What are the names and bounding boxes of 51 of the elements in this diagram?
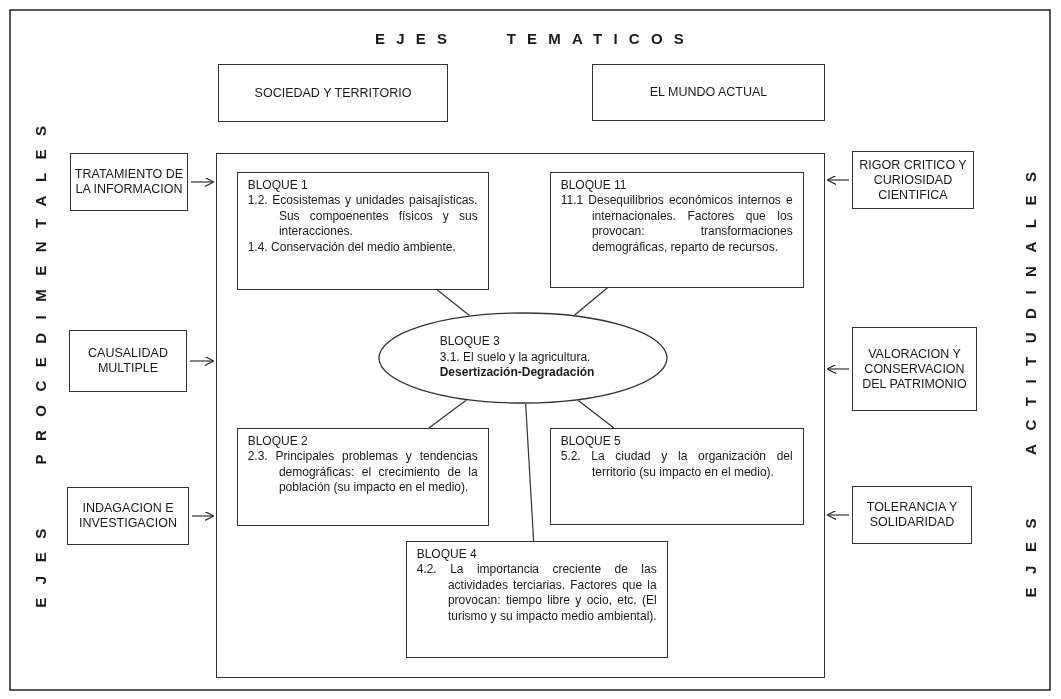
content-frame xyxy=(216,153,825,678)
block-item-text: 4.2. La importancia creciente de las actividades terciarias. Factores que la provocan: tiempo libre y ocio, etc. (El turismo y su impacto medio ambiental). xyxy=(416,562,657,625)
topic-box xyxy=(852,151,974,209)
block-box xyxy=(236,171,489,290)
arrow xyxy=(191,510,215,522)
block-heading: BLOQUE 3 xyxy=(439,334,500,350)
box-label: CAUSALIDAD MULTIPLE xyxy=(87,346,169,376)
block-item-text: 2.3. Principales problemas y tendencias demográficas: el crecimiento de la población (su impacto en el medio). xyxy=(247,449,478,497)
connector-line xyxy=(436,289,470,316)
block-item-text: 1.4. Conservación del medio ambiente. xyxy=(247,240,457,256)
arrow xyxy=(826,363,850,375)
connector-line xyxy=(577,399,615,429)
block-box xyxy=(549,171,804,288)
box-label: TOLERANCIA Y SOLIDARIDAD xyxy=(865,500,959,530)
topic-ellipse xyxy=(377,311,668,404)
block-heading: BLOQUE 4 xyxy=(416,546,478,563)
block-item-text: 3.1. El suelo y la agricultura. xyxy=(438,349,591,366)
topic-box xyxy=(852,327,977,411)
arrow xyxy=(189,355,215,367)
box-label: EL MUNDO ACTUAL xyxy=(649,85,768,100)
topic-box xyxy=(218,64,448,122)
arrow xyxy=(826,174,850,186)
title: EJES TEMATICOS xyxy=(374,30,696,47)
block-item-text: 11.1 Desequilibrios económicos internos e internacionales. Factores que los provocan: transformaciones demográficas, reparto de recursos. xyxy=(560,193,793,256)
block-box xyxy=(549,427,804,525)
box-label: INDAGACION E INVESTIGACION xyxy=(78,501,178,531)
block-heading: BLOQUE 11 xyxy=(560,177,628,194)
box-label: VALORACION Y CONSERVACION DEL PATRIMONIO xyxy=(861,346,968,392)
block-box xyxy=(236,427,489,526)
block-item-text: 5.2. La ciudad y la organización del territorio (su impacto en el medio). xyxy=(560,449,793,481)
box-label: RIGOR CRITICO Y CURIOSIDAD CIENTIFICA xyxy=(858,157,968,203)
arrow xyxy=(190,176,215,188)
topic-box xyxy=(69,330,187,392)
block-item-text: Desertización-Degradación xyxy=(438,365,595,382)
topic-box xyxy=(592,64,825,121)
block-heading: BLOQUE 5 xyxy=(560,433,622,450)
box-label: TRATAMIENTO DE LA INFORMACION xyxy=(73,167,185,197)
connector-line xyxy=(574,287,608,316)
connector-line xyxy=(525,403,535,542)
topic-box xyxy=(70,153,188,211)
topic-box xyxy=(67,487,189,545)
block-heading: BLOQUE 1 xyxy=(247,177,309,194)
connector-line xyxy=(428,399,467,429)
arrow xyxy=(826,509,850,521)
topic-box xyxy=(852,486,972,544)
block-heading: BLOQUE 2 xyxy=(247,433,309,450)
block-item-text: 1.2. Ecosistemas y unidades paisajísticas. Sus compoenentes físicos y sus interacciones. xyxy=(247,193,478,241)
vertical-axis-label: EJES ACTITUDINALES xyxy=(1021,158,1039,598)
block-box xyxy=(405,540,668,658)
vertical-axis-label: EJES PROCEDIMENTALES xyxy=(31,112,49,608)
box-label: SOCIEDAD Y TERRITORIO xyxy=(254,85,412,101)
